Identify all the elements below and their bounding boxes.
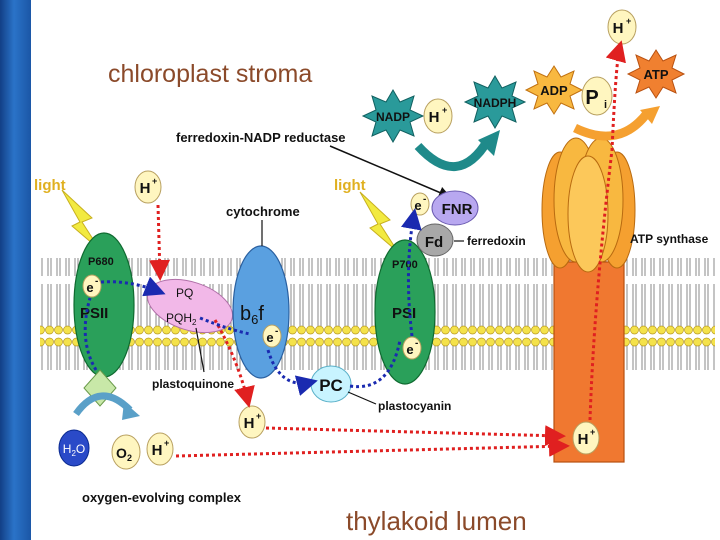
atp-synthase-label: ATP synthase — [630, 232, 709, 246]
svg-text:H: H — [152, 442, 163, 459]
pi-molecule: P i — [581, 76, 613, 116]
plastocyanin-label: plastocyanin — [378, 399, 451, 413]
svg-text:PC: PC — [319, 376, 343, 395]
h-plus-stroma-left: H + — [134, 170, 162, 204]
svg-text:H: H — [578, 431, 589, 448]
plastocyanin: PC — [310, 365, 352, 403]
atp-formation-arrow — [573, 109, 652, 141]
h-plus-top: H + — [607, 9, 637, 45]
oxygen-molecule: O2 — [111, 434, 141, 470]
svg-text:ADP: ADP — [540, 83, 568, 98]
svg-text:FNR: FNR — [442, 201, 473, 218]
ferredoxin-label: ferredoxin — [467, 234, 526, 248]
photosystem-i: P700 PSI — [374, 239, 436, 385]
svg-text:H2O: H2O — [63, 442, 85, 458]
electron-psii: e - — [82, 274, 102, 298]
svg-text:NADP: NADP — [376, 110, 410, 124]
svg-text:+: + — [152, 176, 157, 186]
fnr-enzyme-label: ferredoxin-NADP reductase — [176, 130, 346, 145]
svg-text:H: H — [613, 20, 624, 37]
svg-text:P680: P680 — [88, 256, 114, 268]
water-splitting-arrow — [73, 392, 133, 417]
svg-text:-: - — [415, 338, 418, 349]
svg-text:e: e — [406, 342, 413, 357]
electron-flow-paths — [83, 208, 422, 396]
svg-text:+: + — [442, 105, 447, 115]
svg-text:e: e — [86, 280, 93, 295]
fnr-pointer — [329, 145, 451, 199]
h-plus-lumen-right: H + — [572, 421, 600, 455]
atp-star: ATP — [626, 49, 686, 99]
plastoquinone-pool: PQ PQH2 — [147, 278, 233, 334]
plastoquinone-label: plastoquinone — [152, 377, 234, 391]
svg-text:O2: O2 — [116, 445, 132, 463]
h-plus-nadp: H + — [423, 98, 453, 134]
svg-text:ATP: ATP — [643, 67, 668, 82]
svg-text:Fd: Fd — [425, 234, 443, 251]
electron-psi: e - — [402, 336, 422, 360]
photosystem-ii: P680 PSII — [73, 232, 135, 378]
svg-text:+: + — [590, 427, 595, 437]
svg-text:H: H — [244, 415, 255, 432]
svg-text:b6f: b6f — [240, 303, 264, 327]
svg-text:NADPH: NADPH — [474, 96, 517, 110]
oec-label: oxygen-evolving complex — [82, 490, 242, 505]
atp-synthase — [541, 137, 636, 463]
svg-text:e: e — [414, 198, 421, 213]
svg-text:PQH2: PQH2 — [166, 311, 197, 327]
proton-flow-paths — [149, 40, 626, 458]
light-right-bolt — [359, 191, 399, 253]
stroma-title: chloroplast stroma — [108, 60, 312, 88]
cytochrome-label: cytochrome — [226, 204, 300, 219]
light-right-label: light — [334, 177, 366, 194]
svg-text:PSI: PSI — [392, 305, 416, 322]
fnr-complex: FNR — [431, 190, 479, 226]
light-left-label: light — [34, 177, 66, 194]
svg-text:PQ: PQ — [176, 286, 193, 300]
cytochrome-b6f: b6f — [232, 245, 290, 379]
svg-text:-: - — [95, 276, 98, 287]
svg-text:i: i — [604, 99, 607, 111]
electron-b6f: e - — [262, 324, 282, 348]
svg-text:P700: P700 — [392, 259, 418, 271]
svg-text:-: - — [423, 194, 426, 205]
svg-text:+: + — [164, 438, 169, 448]
svg-text:H: H — [140, 180, 151, 197]
adp-star: ADP — [524, 65, 584, 115]
ferredoxin: Fd — [416, 223, 454, 257]
h-plus-lumen-middle: H + — [238, 405, 266, 439]
nadph-star: NADPH — [463, 75, 527, 129]
svg-text:+: + — [256, 411, 261, 421]
nadph-formation-arrow — [414, 137, 492, 172]
nadp-star: NADP — [361, 89, 425, 143]
svg-text:PSII: PSII — [80, 305, 108, 322]
electron-fnr: e - — [410, 192, 430, 216]
water-molecule: H2O — [58, 429, 90, 467]
svg-text:+: + — [626, 16, 631, 26]
svg-text:H: H — [429, 109, 440, 126]
svg-text:e: e — [266, 330, 273, 345]
svg-text:-: - — [275, 326, 278, 337]
h-plus-oec: H + — [146, 432, 174, 466]
lumen-title: thylakoid lumen — [346, 506, 527, 536]
svg-text:P: P — [585, 87, 598, 109]
